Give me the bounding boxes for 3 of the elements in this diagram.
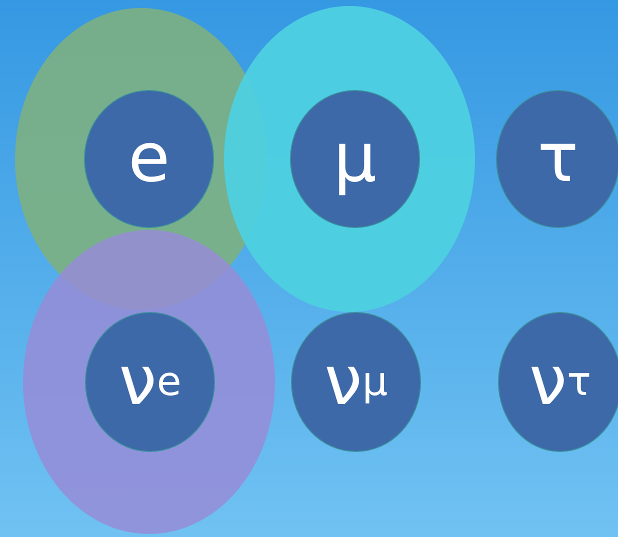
particle-symbol-circle: μ bbox=[290, 90, 420, 228]
particle-symbol-circle: e bbox=[84, 90, 214, 228]
particle-symbol-circle: τ bbox=[496, 90, 618, 228]
